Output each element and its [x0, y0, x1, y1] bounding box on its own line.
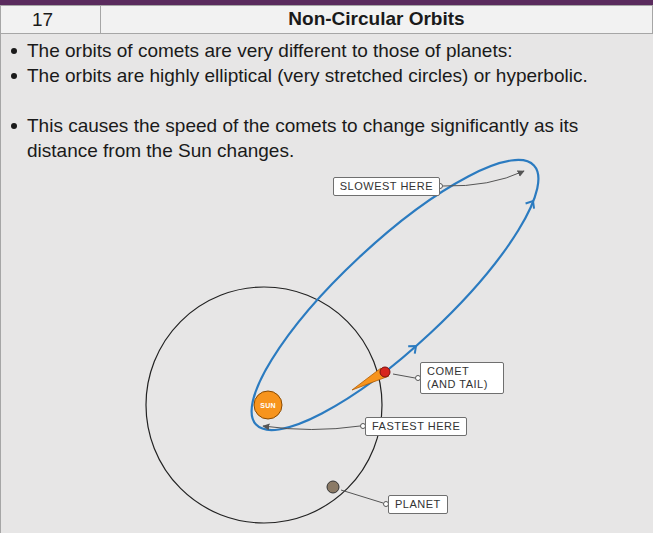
sun-label: SUN	[260, 402, 276, 409]
slide-number: 17	[32, 7, 92, 32]
bullet-text: The orbits of comets are very different …	[27, 38, 642, 63]
bullet-dot	[11, 48, 17, 54]
planet-orbit	[146, 287, 382, 523]
bullet-text: The orbits are highly elliptical (very s…	[27, 63, 642, 88]
planet	[327, 481, 339, 493]
callout-box: FASTEST HERE	[365, 417, 467, 436]
leader-line	[341, 490, 383, 503]
top-bar	[0, 0, 653, 5]
comet-head	[380, 367, 390, 377]
bullet-text: This causes the speed of the comets to c…	[27, 113, 642, 163]
leader-line	[443, 171, 524, 186]
leader-line	[263, 426, 360, 430]
callout-text: PLANET	[395, 498, 441, 511]
callout-box: SLOWEST HERE	[333, 177, 440, 196]
slide-title: Non-Circular Orbits	[101, 7, 652, 31]
number-cell	[1, 6, 101, 34]
callout-text: FASTEST HERE	[372, 420, 460, 433]
leader-line	[393, 374, 415, 378]
sun: SUN	[253, 390, 283, 420]
bullet-dot	[11, 123, 17, 129]
comet-tail	[352, 368, 389, 390]
callout-box: PLANET	[388, 495, 448, 514]
title-cell	[101, 6, 653, 34]
orbit-arrow	[408, 342, 419, 353]
callout-text: COMET (AND TAIL)	[427, 365, 497, 391]
panel-border	[0, 33, 1, 533]
callout-text: SLOWEST HERE	[340, 180, 433, 193]
orbit-arrow	[526, 198, 538, 208]
callout-box: COMET (AND TAIL)	[420, 362, 504, 394]
comet-orbit	[221, 127, 570, 462]
bullet-dot	[11, 73, 17, 79]
